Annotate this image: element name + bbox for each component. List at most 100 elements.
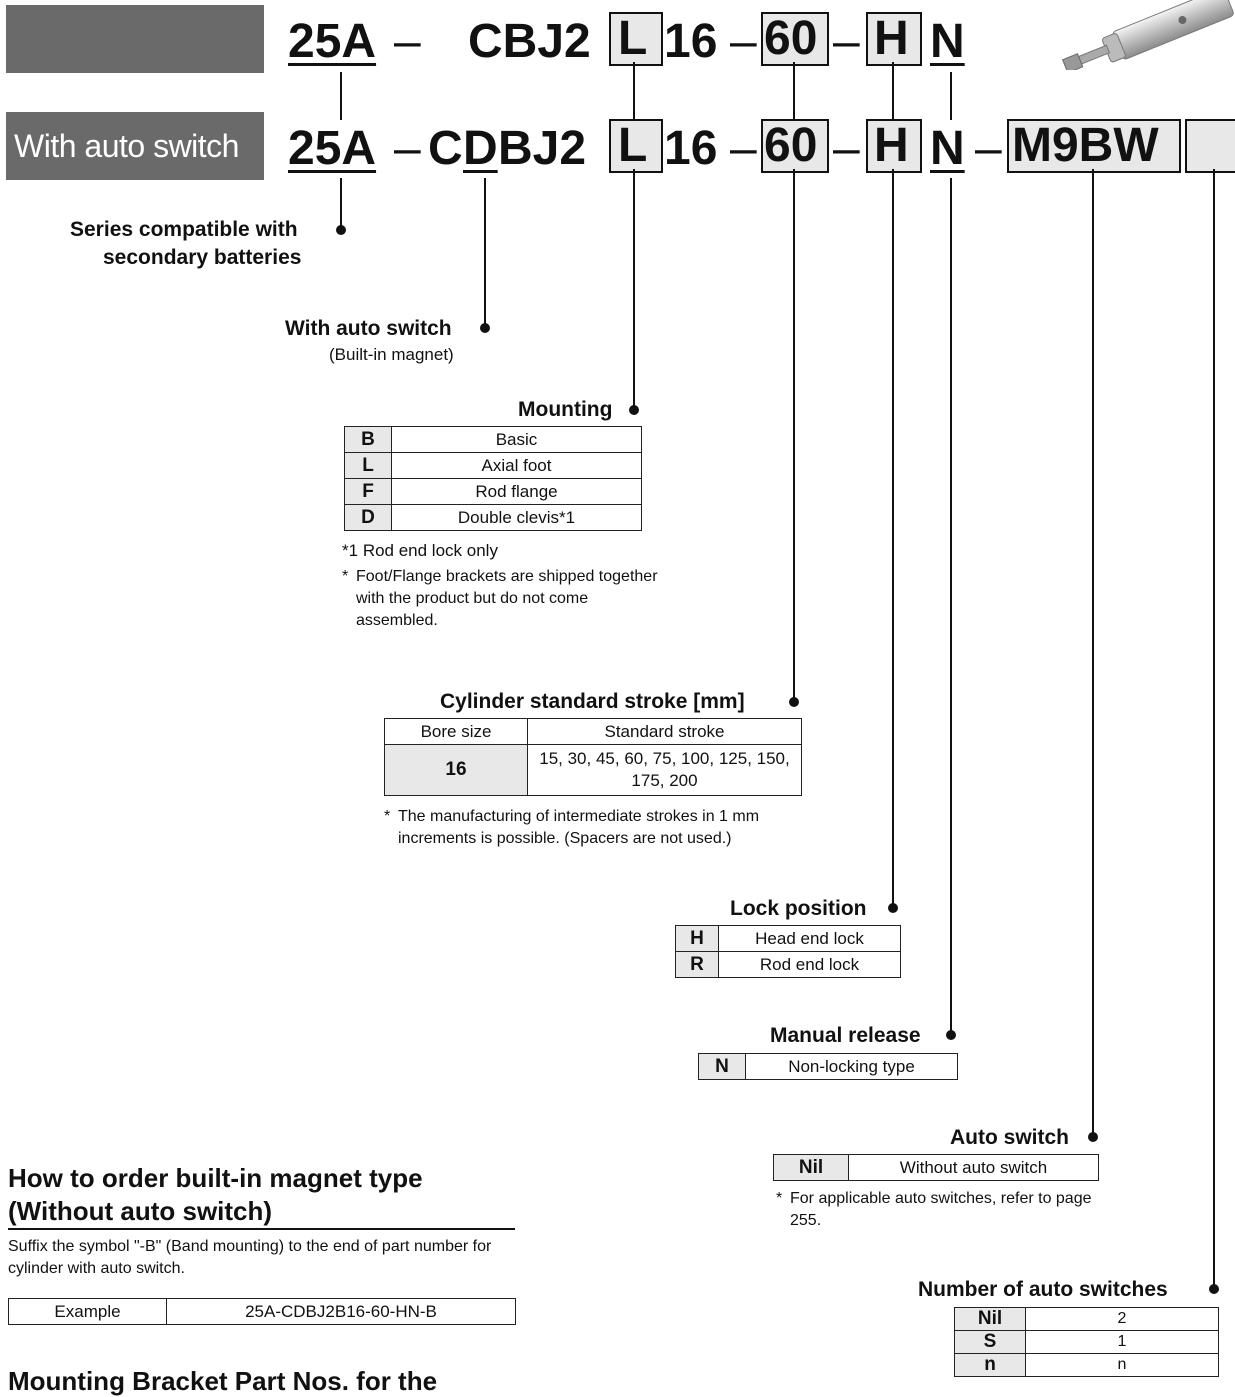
- leader-num-switches-dot: [1209, 1284, 1219, 1294]
- mounting-value: Rod flange: [391, 478, 642, 505]
- manual-title: Manual release: [770, 1024, 921, 1047]
- leader-mounting: [633, 169, 635, 409]
- leader-num-switches: [1213, 169, 1215, 1289]
- code-top-dash-3: –: [833, 15, 860, 68]
- connector-n-top: [950, 72, 952, 120]
- mounting-value: Double clevis*1: [391, 504, 642, 531]
- stroke-note: * The manufacturing of intermediate stro…: [384, 806, 804, 850]
- how-to-order-rule: [8, 1228, 515, 1230]
- num-switches-key: n: [954, 1353, 1026, 1377]
- cylinder-image: [1061, 0, 1234, 70]
- leader-with-auto: [484, 178, 486, 328]
- code-bottom-m9bw: M9BW: [1012, 119, 1159, 172]
- connector-25a: [340, 72, 342, 120]
- stroke-title: Cylinder standard stroke [mm]: [440, 690, 745, 713]
- code-top-dash-2: –: [730, 15, 757, 68]
- connector-h-top: [892, 62, 894, 120]
- num-switches-key: Nil: [954, 1307, 1026, 1331]
- manual-value: Non-locking type: [745, 1053, 958, 1080]
- header-bar: [6, 5, 264, 73]
- num-switches-value: 2: [1025, 1307, 1219, 1331]
- leader-stroke: [793, 169, 795, 702]
- code-bottom-dash-4: –: [975, 122, 1002, 175]
- mounting-note-2: * Foot/Flange brackets are shipped toget…: [342, 566, 662, 632]
- example-value: 25A-CDBJ2B16-60-HN-B: [166, 1298, 516, 1325]
- stroke-values: 15, 30, 45, 60, 75, 100, 125, 150, 175, …: [527, 744, 802, 796]
- code-bottom-dash-2: –: [730, 122, 757, 175]
- mounting-value: Axial foot: [391, 452, 642, 479]
- code-bottom-box-count: [1185, 119, 1235, 173]
- code-bottom-n: N: [930, 122, 965, 175]
- leader-auto-switch: [1092, 169, 1094, 1137]
- leader-series-dot: [336, 225, 346, 235]
- lock-title: Lock position: [730, 897, 867, 920]
- mounting-note-1-mark: *1: [342, 541, 359, 560]
- auto-switch-title: Auto switch: [950, 1126, 1069, 1149]
- stroke-note-text: The manufacturing of intermediate stroke…: [398, 808, 760, 847]
- auto-switch-note-text: For applicable auto switches, refer to p…: [790, 1190, 1092, 1229]
- connector-l-top: [633, 62, 635, 120]
- code-bottom-box-h: [866, 119, 922, 173]
- code-bottom-box-l: [609, 119, 663, 173]
- lock-key: R: [675, 951, 719, 978]
- code-top-dash-1: –: [394, 15, 421, 68]
- with-auto-switch-label: With auto switch: [14, 128, 239, 164]
- stroke-col-bore: Bore size: [384, 718, 528, 745]
- code-top-16: 16: [664, 15, 718, 68]
- stroke-note-mark: *: [384, 808, 391, 825]
- stroke-col-stroke: Standard stroke: [527, 718, 802, 745]
- mounting-note-2-text: Foot/Flange brackets are shipped togethe…: [356, 568, 658, 629]
- auto-switch-key: Nil: [773, 1154, 849, 1181]
- leader-stroke-dot: [789, 697, 799, 707]
- mounting-note-1: *1 Rod end lock only: [342, 540, 662, 562]
- leader-manual: [950, 178, 952, 1035]
- with-auto-switch-bar: [6, 112, 264, 180]
- mounting-key: L: [344, 452, 392, 479]
- auto-switch-note: * For applicable auto switches, refer to…: [776, 1188, 1106, 1232]
- code-top-n: N: [930, 15, 965, 68]
- leader-auto-switch-dot: [1088, 1132, 1098, 1142]
- leader-mounting-dot: [629, 405, 639, 415]
- with-auto-title: With auto switch: [285, 317, 452, 340]
- code-bottom-c: C: [428, 122, 463, 175]
- code-top-25a: 25A: [288, 15, 377, 68]
- code-bottom-16: 16: [664, 122, 718, 175]
- mounting-note-1-text: Rod end lock only: [362, 541, 498, 560]
- example-label: Example: [8, 1298, 167, 1325]
- code-bottom-box-60: [761, 119, 829, 173]
- lock-value: Rod end lock: [718, 951, 901, 978]
- table-row: Bore size Standard stroke: [384, 718, 802, 745]
- with-auto-sub: (Built-in magnet): [329, 345, 454, 364]
- num-switches-value: 1: [1025, 1330, 1219, 1354]
- code-top-60: 60: [764, 12, 818, 65]
- code-top-cbj2: CBJ2: [468, 15, 591, 68]
- leader-lock: [892, 169, 894, 909]
- series-label-2: secondary batteries: [103, 246, 302, 269]
- mounting-value: Basic: [391, 426, 642, 453]
- code-top-box-60: [761, 12, 829, 66]
- stroke-table: Bore size Standard stroke 16 15, 30, 45,…: [384, 718, 802, 796]
- code-bottom-25a: 25A: [288, 122, 377, 175]
- mounting-key: B: [344, 426, 392, 453]
- code-top-box-h: [866, 12, 922, 66]
- leader-series: [340, 178, 342, 230]
- code-top: 25A: [288, 18, 376, 66]
- code-bottom-l: L: [618, 119, 648, 172]
- auto-switch-value: Without auto switch: [848, 1154, 1099, 1181]
- mounting-key: F: [344, 478, 392, 505]
- code-top-h: H: [874, 12, 909, 65]
- code-bottom-h: H: [874, 119, 909, 172]
- code-bottom-d: D: [463, 122, 498, 175]
- code-bottom-dash-3: –: [833, 122, 860, 175]
